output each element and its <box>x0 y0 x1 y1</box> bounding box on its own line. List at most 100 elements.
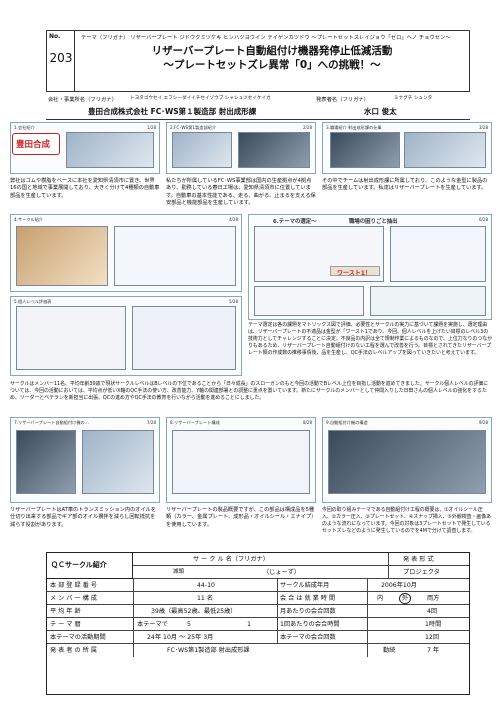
dept-label: 発 表 者 の 所 属 <box>50 647 97 654</box>
panel-title: 8.リザーバープレート構成 <box>170 420 220 425</box>
machine-structure-text: 今回の取り組みテーマである自動組付け工程の概要は、①オイルシール圧入、②カラー圧… <box>322 507 492 534</box>
number-cell: No. 203 <box>47 31 75 91</box>
themes-this: 本テーマで <box>137 621 168 628</box>
formed-label: サークル結成年月 <box>280 582 330 589</box>
themes-label: テ ー マ 暦 <box>50 621 81 628</box>
meeting-in: 内 <box>377 595 384 602</box>
products-image <box>66 132 154 168</box>
page-number: 4/28 <box>229 217 238 222</box>
page-number: 6/28 <box>479 217 488 222</box>
logo-text: 豊田合成 <box>16 140 51 150</box>
panel-title: 3.職場紹介 射出成形課の仕事 <box>326 125 382 130</box>
company-row: 会社・事業所名（フリガナ） トヨタゴウセイ エフシーダイイチセイゾウブ シャシュ… <box>46 92 470 120</box>
company-logo: 豊田合成 <box>12 133 60 155</box>
panel-title: 7.リザーバープレート自動組付け機の… <box>14 420 89 425</box>
transmission-image <box>16 430 76 494</box>
plate-structure-text: リザーバープレートの製品概要ですが、この部品は構成品を5種類（カラー、金属プレー… <box>166 507 315 528</box>
theme-title: リザーバープレート自動組付け機器発停止低減活動 ～プレートセットズレ異常「0」へ… <box>77 44 467 72</box>
period-label: 本テーマの活動期間 <box>50 634 106 641</box>
panel-title: 5.個人レベル評価表 <box>14 299 52 304</box>
total-label: 本テーマの会合回数 <box>280 634 336 641</box>
skill-table-image <box>16 306 126 370</box>
product-part-image <box>404 132 486 168</box>
page-number: 2/28 <box>303 125 312 130</box>
presenter-label: 発表者名（フリガナ） <box>316 97 369 103</box>
per-meeting-value: 1時間 <box>425 621 442 628</box>
theme-title-line1: リザーバープレート自動組付け機器発停止低減活動 <box>151 45 393 57</box>
panel-title: 6.テーマの選定～ <box>273 219 317 225</box>
meeting-both: 両方 <box>427 595 440 602</box>
page-number: 8/28 <box>303 420 312 425</box>
period-row: 本テーマの活動期間 24年 10月 ～ 25年 3月 本テーマの会合回数 12回 <box>47 631 469 644</box>
monthly-label: 月あたりの会合回数 <box>280 608 336 615</box>
members-value: 11 名 <box>197 595 214 602</box>
reservoir-plate-text: リザーバープレートはAT車のトランスミッション内のオイルを仕切り出来する部品でギ… <box>10 507 156 528</box>
panel-title: 4.サークル紹介 <box>14 217 43 222</box>
members-row: メ ン バ ー 構 成 11 名 会 合 は 就 業 時 間 内 外 両方 <box>47 592 469 605</box>
worst-banner-text: ワースト1！ <box>337 270 371 277</box>
meeting-label: 会 合 は 就 業 時 間 <box>280 595 336 602</box>
qc-side-label: ＱＣサークル紹介 <box>51 561 107 569</box>
page-number: 9/28 <box>479 420 488 425</box>
pareto-chart-image <box>254 286 364 316</box>
company-furigana: トヨタゴウセイ エフシーダイイチセイゾウブ シャシュツセイケイカ <box>130 96 271 101</box>
presenter-name: 水口 俊太 <box>364 107 397 116</box>
formed-value: 2006年10月 <box>381 582 417 589</box>
age-value: 39歳（最高52歳、最低25歳） <box>151 608 237 615</box>
machine-process-image <box>328 430 486 494</box>
defect-chart-image <box>390 226 486 282</box>
worst-banner: ワースト1！ <box>330 266 380 277</box>
per-meeting-label: 1回あたりの会合時間 <box>280 621 340 628</box>
panel-title: 9.自動組付け機の構造 <box>326 420 368 425</box>
trend-chart-image <box>370 286 486 316</box>
age-row: 平 均 年 齢 39歳（最高52歳、最低25歳） 月あたりの会合回数 4回 <box>47 605 469 618</box>
circle-members-image <box>16 226 108 286</box>
total-value: 12回 <box>425 634 440 641</box>
panel-title: 2.FC･WS第1製造部紹介 <box>170 125 217 130</box>
themes-before: 1 <box>247 621 251 628</box>
company-label: 会社・事業所名（フリガナ） <box>48 97 117 103</box>
theme-selection-text: テーマ選定は各の課題をマトリックス図で評価、必要性とサークルの実力に基づいて課題… <box>248 322 492 356</box>
division-intro-text: 私たちが所属しているFC･WS事業部は国内の生産拠点が4拠点あり、勤務している春… <box>166 178 316 207</box>
years-value: 7 年 <box>427 647 440 654</box>
themes-row: テ ー マ 暦 本テーマで 5 1 1回あたりの会合時間 1時間 <box>47 618 469 631</box>
theme-furigana-row: テーマ（フリガナ） リザーバープレート ジドウクミツケキ ヒンハツヨウイン テイ… <box>81 34 451 41</box>
reg-value: 44-10 <box>197 582 215 589</box>
number-value: 203 <box>49 51 73 65</box>
plate-image <box>82 430 154 494</box>
plate-parts-image <box>172 430 310 494</box>
dept-value: FC･WS第1製造部 射出成形課 <box>167 647 250 654</box>
number-label: No. <box>49 33 61 40</box>
circle-name-label: サ ー ク ル 名（フリガナ） <box>193 556 269 563</box>
molding-machine-image <box>330 132 400 168</box>
page-number: 5/28 <box>229 299 238 304</box>
department-row: 発 表 者 の 所 属 FC･WS第1製造部 射出成形課 勤続 7 年 <box>47 644 469 657</box>
years-label: 勤続 <box>383 647 396 654</box>
panel-title: 1.会社紹介 <box>14 125 35 130</box>
circle-name-kanji: 城頭 <box>173 569 185 575</box>
circle-name-row: 城頭 （じょーず） プロジェクタ <box>133 566 469 579</box>
age-label: 平 均 年 齢 <box>50 608 81 615</box>
method-value: プロジェクタ <box>403 569 440 576</box>
theme-furigana: リザーバープレート ジドウクミツケキ ヒンハツヨウイン テイゲンカツドウ ～プレ… <box>130 35 451 41</box>
map-image <box>172 132 232 168</box>
skill-radar-chart <box>132 306 236 370</box>
themes-this-value: 5 <box>187 621 191 628</box>
presenter-furigana: ミナグチ シュンタ <box>394 96 433 101</box>
theme-furigana-label: テーマ（フリガナ） <box>81 35 129 41</box>
meeting-out-circled: 外 <box>399 593 412 604</box>
factory-image <box>238 132 310 168</box>
monthly-value: 4回 <box>427 608 438 615</box>
page-number: 1/28 <box>147 125 156 130</box>
registration-row: 本 部 登 録 番 号 44-10 サークル結成年月 2006年10月 <box>47 579 469 592</box>
circle-name-kana: （じょーず） <box>263 569 301 576</box>
method-label: 発 表 形 式 <box>403 556 434 563</box>
reg-label: 本 部 登 録 番 号 <box>50 582 97 589</box>
panel-subtitle: 職場の困りごと抽出 <box>349 219 398 225</box>
workplace-intro-text: その中でチームは射出成形課に所属しており、このような金型に製品の部品を生産してい… <box>322 178 488 192</box>
circle-info-chart <box>114 226 236 286</box>
qc-side-label-cell: ＱＣサークル紹介 <box>47 553 133 579</box>
company-intro-text: 弊社はゴムや樹脂をベースに本社を愛知県清須市に置き、世界16の国と地域で事業展開… <box>10 178 160 199</box>
period-value: 24年 10月 ～ 25年 3月 <box>147 634 214 641</box>
company-name: 豊田合成株式会社 FC･WS第１製造部 射出成形課 <box>88 107 257 116</box>
